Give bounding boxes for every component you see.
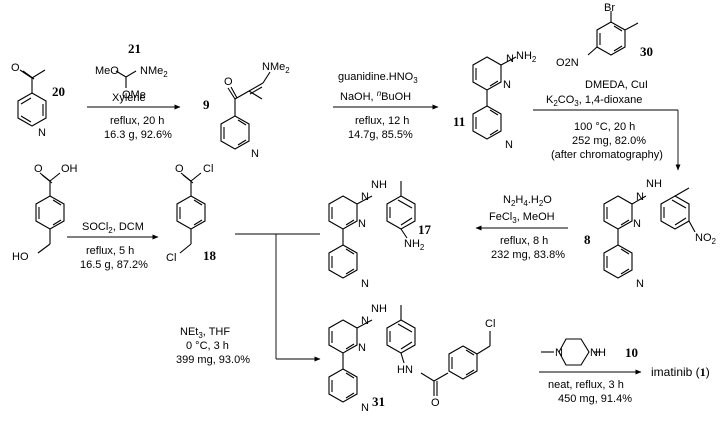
compound-17-structure: N NH N NH2 N [328,179,425,290]
svg-text:N: N [251,148,259,160]
svg-text:N: N [361,402,369,414]
step1-reagent: Xylene [112,92,146,104]
step4-cond-1: reflux, 8 h [500,235,548,247]
compound-10-structure: N NH [541,338,606,366]
compound-30-structure: Br O2N [556,2,639,69]
step4-cond-2: 232 mg, 83.8% [491,249,565,261]
svg-text:NH2: NH2 [516,50,537,64]
svg-text:NH2: NH2 [404,238,425,252]
svg-text:HN: HN [397,364,413,376]
svg-text:O2N: O2N [556,57,579,69]
label-18: 18 [203,248,217,263]
product-label: imatinib (1) [651,365,710,379]
step1-cond-2: 16.3 g, 92.6% [104,129,172,141]
svg-text:Br: Br [604,2,615,14]
svg-text:N: N [361,315,369,327]
step7-cond-1: neat, reflux, 3 h [548,379,624,391]
step2-cond-2: 14.7g, 85.5% [348,129,413,141]
svg-text:N: N [358,342,366,354]
svg-text:Cl: Cl [485,318,495,330]
svg-text:N: N [503,79,511,91]
svg-text:N: N [505,139,513,151]
label-20: 20 [52,84,65,99]
label-30: 30 [640,44,653,59]
step1-cond-1: reflux, 20 h [110,115,164,127]
label-11: 11 [453,114,465,129]
label-21: 21 [128,41,141,56]
step2-reagent-2: NaOH, nBuOH [340,89,411,103]
svg-text:N: N [636,278,644,290]
svg-text:N: N [506,53,514,65]
compound-20-structure: N O [11,62,47,139]
svg-text:O: O [11,62,20,74]
svg-text:NO2: NO2 [695,232,717,246]
svg-text:NH: NH [590,347,606,359]
step3-cond-3: (after chromatography) [551,149,663,161]
label-31: 31 [372,394,385,409]
svg-text:N: N [361,191,369,203]
step3-reagent-1: DMEDA, CuI [585,79,648,91]
step3-cond-1: 100 °C, 20 h [574,121,635,133]
compound-21-structure: MeO OMe NMe2 [95,65,168,101]
step5-cond-2: 16.5 g, 87.2% [80,259,148,271]
svg-text:Cl: Cl [166,252,176,264]
svg-text:O: O [175,163,184,175]
svg-text:NH: NH [371,303,387,315]
step6-reagent: NEt3, THF [180,326,230,340]
step2-cond-1: reflux, 12 h [355,115,409,127]
svg-text:HO: HO [12,251,29,263]
svg-text:OMe: OMe [122,89,146,101]
svg-text:O: O [34,163,43,175]
step4-reagent-1: N2H4.H2O [503,194,552,208]
label-10: 10 [625,345,638,360]
svg-text:O: O [431,397,440,409]
compound-9-structure: O NMe2 N [220,61,290,160]
svg-text:N: N [633,218,641,230]
hydroxymethylbenzoic-acid-structure: O OH HO [12,163,78,263]
svg-text:NH: NH [646,178,662,190]
label-8: 8 [584,232,591,247]
svg-text:Cl: Cl [203,163,213,175]
svg-text:N: N [38,127,46,139]
compound-31-structure: N NH N HN O Cl N [328,303,495,414]
svg-text:MeO: MeO [95,65,119,77]
svg-text:N: N [361,278,369,290]
label-17: 17 [418,222,432,237]
svg-text:NMe2: NMe2 [262,61,290,75]
svg-text:NMe2: NMe2 [140,65,168,79]
compound-8-structure: N NH N NO2 N [603,178,717,290]
step3-cond-2: 252 mg, 82.0% [572,135,646,147]
step3-reagent-2: K2CO3, 1,4-dioxane [546,94,642,108]
svg-text:N: N [555,347,563,359]
step5-reagent: SOCl2, DCM [82,221,144,235]
step2-reagent-1: guanidine.HNO3 [338,71,418,85]
svg-text:O: O [224,76,233,88]
svg-text:N: N [636,191,644,203]
step7-cond-2: 450 mg, 91.4% [558,393,632,405]
label-9: 9 [203,97,210,112]
step6-cond-1: 0 °C, 3 h [186,340,229,352]
compound-18-structure: O Cl Cl [166,163,213,264]
step4-reagent-2: FeCl3, MeOH [489,211,555,225]
svg-text:OH: OH [61,163,78,175]
svg-text:N: N [358,218,366,230]
svg-text:NH: NH [371,179,387,191]
step6-cond-2: 399 mg, 93.0% [176,354,250,366]
step5-cond-1: reflux, 5 h [86,245,134,257]
compound-11-structure: N N NH2 N [472,50,537,151]
